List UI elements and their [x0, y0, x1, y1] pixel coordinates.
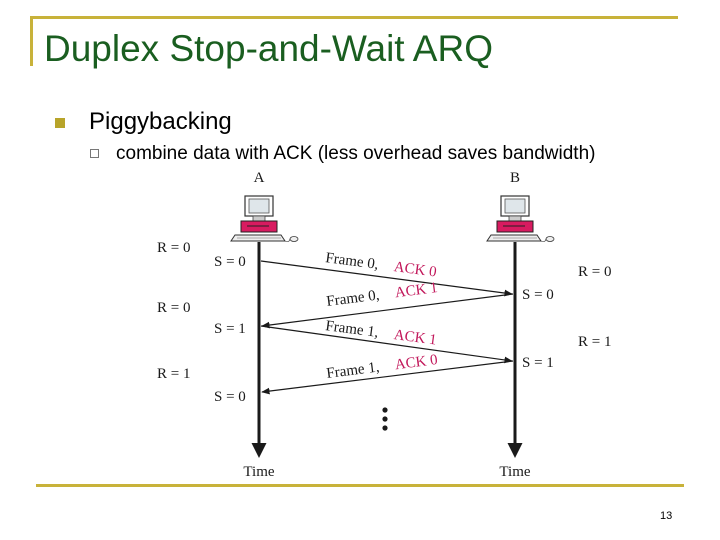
station-b-label: B	[510, 170, 520, 186]
a-state-1-s: S = 0	[214, 254, 246, 270]
a-state-1-r: R = 0	[157, 240, 190, 256]
a-state-3-s: S = 0	[214, 389, 246, 405]
bullet-level1-text: Piggybacking	[89, 108, 232, 135]
frame-bottom-rule	[36, 484, 684, 487]
message-2-ack: ACK 1	[394, 280, 439, 301]
message-1-frame: Frame 0,	[324, 250, 379, 273]
message-4-frame: Frame 1,	[325, 359, 380, 382]
message-2-frame: Frame 0,	[325, 287, 380, 310]
slide-title: Duplex Stop-and-Wait ARQ	[44, 28, 493, 69]
message-3-arrow	[260, 325, 513, 364]
message-4-label: Frame 1, ACK 0	[325, 352, 438, 382]
station-a-label: A	[254, 170, 265, 186]
page-number: 13	[660, 510, 673, 522]
b-state-1-s: S = 0	[522, 287, 554, 303]
a-state-3-r: R = 1	[157, 366, 190, 382]
message-1-arrow	[260, 260, 513, 297]
b-state-1-r: R = 0	[578, 264, 611, 280]
computer-a-icon	[230, 195, 299, 243]
time-label-b: Time	[499, 464, 530, 480]
computer-b-icon	[486, 195, 555, 243]
bullet-level2-text: combine data with ACK (less overhead sav…	[116, 143, 596, 164]
message-2-arrow	[261, 293, 514, 329]
b-state-2-r: R = 1	[578, 334, 611, 350]
message-2-label: Frame 0, ACK 1	[325, 280, 438, 310]
message-3-frame: Frame 1,	[324, 318, 379, 341]
continuation-dots-icon	[382, 407, 388, 431]
time-label-a: Time	[243, 464, 274, 480]
a-state-2-r: R = 0	[157, 300, 190, 316]
message-4-ack: ACK 0	[394, 352, 439, 373]
message-3-label: Frame 1, ACK 1	[324, 318, 437, 348]
frame-left-rule	[30, 16, 33, 66]
message-1-label: Frame 0, ACK 0	[324, 250, 437, 280]
message-4-arrow	[261, 360, 514, 395]
hollow-square-bullet-icon	[90, 149, 99, 158]
message-1-ack: ACK 0	[393, 259, 438, 280]
square-bullet-icon	[55, 118, 65, 128]
frame-top-rule	[30, 16, 678, 19]
message-3-ack: ACK 1	[393, 327, 438, 348]
a-state-2-s: S = 1	[214, 321, 246, 337]
b-state-2-s: S = 1	[522, 355, 554, 371]
